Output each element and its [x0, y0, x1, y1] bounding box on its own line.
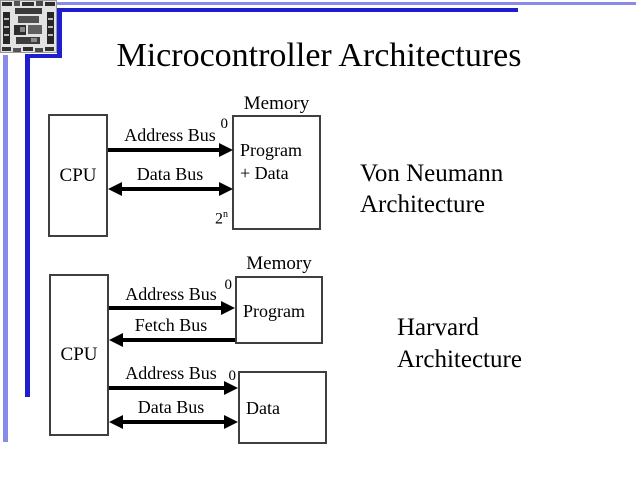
hv-fetch-bus-label: Fetch Bus: [134, 315, 208, 335]
vn-address-bus-arrowhead-right: [219, 143, 233, 157]
vn-memory-contents: Program + Data: [240, 139, 302, 185]
hv-fetch-bus-arrowhead-left: [109, 333, 123, 347]
hv-data-label: Data: [246, 398, 280, 418]
hv-address-bus-data-label: Address Bus: [125, 363, 217, 383]
vn-memory-box: [232, 115, 321, 230]
von-neumann-architecture-label: Von Neumann Architecture: [360, 158, 503, 220]
vn-data-bus-line: [120, 187, 220, 191]
vn-data-bus-label: Data Bus: [136, 164, 204, 184]
hv-data-bus-arrowhead-left: [109, 415, 123, 429]
harvard-line2: Architecture: [397, 346, 522, 373]
von-neumann-line2: Architecture: [360, 191, 485, 218]
vn-address-zero: 0: [220, 116, 229, 132]
hv-address-bus-data-arrowhead-right: [224, 381, 238, 395]
vn-address-max-exp: n: [223, 209, 228, 220]
left-dark-blue-rule-lower: [25, 54, 30, 397]
vn-memory-line2: + Data: [240, 163, 289, 183]
slide-title: Microcontroller Architectures: [116, 37, 522, 74]
harvard-architecture-label: Harvard Architecture: [397, 312, 522, 376]
left-light-blue-rule: [3, 55, 8, 442]
hv-data-bus-label: Data Bus: [137, 397, 205, 417]
left-dark-blue-rule-jog: [25, 54, 62, 58]
vn-cpu-label: CPU: [59, 164, 97, 186]
hv-program-box: [235, 276, 323, 344]
top-light-blue-rule: [57, 2, 636, 5]
von-neumann-line1: Von Neumann: [360, 160, 504, 187]
hv-address-bus-program-arrowhead-right: [221, 301, 235, 315]
hv-cpu-box: CPU: [49, 274, 109, 436]
hv-data-bus-line: [121, 420, 224, 424]
vn-address-bus-line: [108, 148, 220, 152]
hv-cpu-label: CPU: [60, 344, 98, 365]
hv-address-bus-program-label: Address Bus: [125, 284, 217, 304]
vn-data-bus-arrowhead-left: [108, 182, 122, 196]
hv-data-address-zero: 0: [228, 368, 237, 384]
hv-program-label: Program: [243, 301, 305, 321]
vn-address-bus-label: Address Bus: [124, 125, 216, 145]
vn-data-bus-arrowhead-right: [219, 182, 233, 196]
vn-address-max: 2n: [196, 209, 228, 228]
left-dark-blue-rule-upper: [57, 8, 62, 58]
hv-program-address-zero: 0: [224, 277, 233, 293]
hv-data-bus-arrowhead-right: [224, 415, 238, 429]
hv-address-bus-data-line: [109, 386, 224, 390]
hv-fetch-bus-line: [122, 338, 235, 342]
top-dark-blue-rule: [57, 8, 518, 12]
vn-memory-title: Memory: [243, 93, 310, 114]
vn-memory-line1: Program: [240, 140, 302, 160]
harvard-line1: Harvard: [397, 314, 479, 341]
hv-memory-title: Memory: [246, 253, 312, 274]
vn-cpu-box: CPU: [48, 114, 108, 237]
vn-address-max-base: 2: [215, 210, 223, 228]
hv-address-bus-program-line: [109, 306, 221, 310]
microcontroller-die-photo: [0, 0, 57, 53]
hv-data-box: [238, 371, 327, 444]
